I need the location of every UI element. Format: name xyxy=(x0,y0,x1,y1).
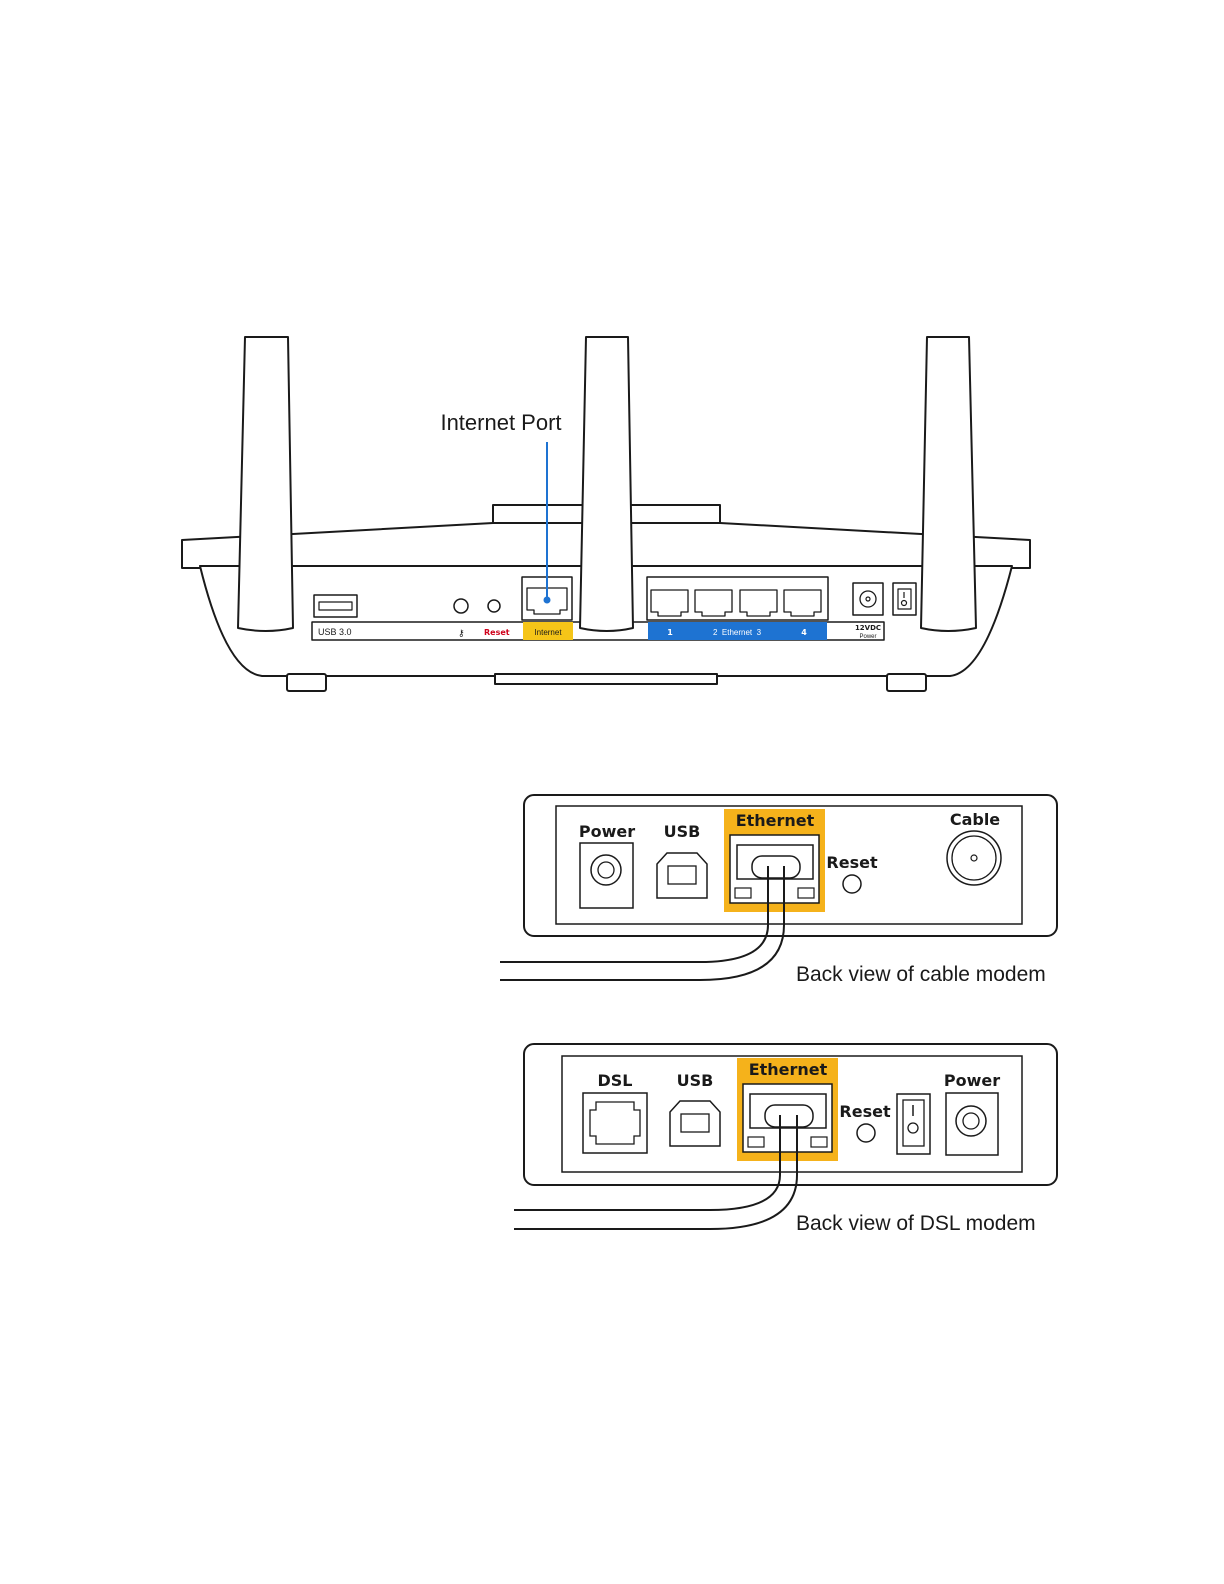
internet-label-highlight xyxy=(523,622,573,640)
router-foot-left xyxy=(286,673,327,692)
power-label-bottom: Power xyxy=(859,634,876,640)
cable-modem-caption: Back view of cable modem xyxy=(796,963,1046,986)
wps-button-icon xyxy=(453,598,469,614)
cable-modem-back-view xyxy=(500,794,1058,981)
cable-reset-label: Reset xyxy=(826,853,878,872)
dsl-modem-caption: Back view of DSL modem xyxy=(796,1212,1036,1235)
cable-usb-label: USB xyxy=(664,822,701,841)
ethernet-port-4-label: 4 xyxy=(801,628,807,637)
dsl-power-label: Power xyxy=(944,1071,1000,1090)
wps-icon-label: ⚷ xyxy=(458,628,465,638)
ethernet-ports-group xyxy=(646,576,829,621)
power-label-top: 12VDC xyxy=(855,624,881,632)
antenna-left xyxy=(237,336,294,632)
router-bottom-tray xyxy=(494,673,718,685)
callout-dot xyxy=(543,596,551,604)
ethernet-port-icon xyxy=(739,589,778,617)
ethernet-middle-label: 2 Ethernet 3 xyxy=(713,628,762,637)
usb-label: USB 3.0 xyxy=(318,627,352,637)
internet-port-callout: Internet Port xyxy=(440,410,561,435)
dsl-reset-label: Reset xyxy=(839,1102,891,1121)
ethernet-port-icon xyxy=(650,589,689,617)
cable-ethernet-label: Ethernet xyxy=(736,811,815,830)
dsl-phone-jack-icon xyxy=(582,1092,648,1154)
dsl-modem-ethernet-cable xyxy=(514,1115,781,1211)
antenna-right xyxy=(920,336,977,632)
dsl-modem-back-view xyxy=(514,1043,1058,1230)
dsl-reset-button-icon xyxy=(856,1123,876,1143)
router-back-view xyxy=(181,336,1031,692)
ethernet-ports-frame xyxy=(646,576,829,621)
cable-coax-label: Cable xyxy=(950,810,1000,829)
reset-label: Reset xyxy=(484,628,510,637)
cable-reset-button-icon xyxy=(842,874,862,894)
ethernet-port-1-label: 1 xyxy=(667,628,673,637)
dsl-jack-label: DSL xyxy=(598,1071,633,1090)
internet-label: Internet xyxy=(534,628,562,637)
dsl-ethernet-label: Ethernet xyxy=(749,1060,828,1079)
dsl-usb-label: USB xyxy=(677,1071,714,1090)
ethernet-label-strip xyxy=(648,622,827,640)
cable-modem-ethernet-cable xyxy=(500,866,769,963)
ethernet-port-icon xyxy=(694,589,733,617)
antenna-center xyxy=(579,336,634,632)
reset-button-icon xyxy=(487,599,501,613)
cable-power-label: Power xyxy=(579,822,635,841)
power-jack-icon xyxy=(852,582,884,616)
router-foot-right xyxy=(886,673,927,692)
ethernet-port-icon xyxy=(783,589,822,617)
